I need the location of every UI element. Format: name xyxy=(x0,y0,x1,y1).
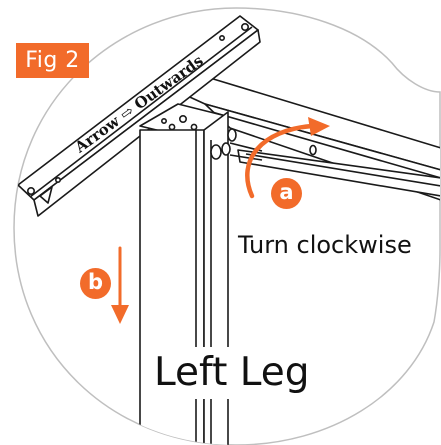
part-name-label: Left Leg xyxy=(150,347,314,399)
figure-label: Fig 2 xyxy=(16,43,89,78)
step-b-marker: b xyxy=(80,268,111,299)
crossbar-beam xyxy=(169,77,440,201)
turn-instruction-label: Turn clockwise xyxy=(236,228,414,262)
diagram-artwork: Arrow ⇨ Outwards xyxy=(13,7,441,445)
downward-arrowhead xyxy=(111,305,129,324)
step-a-marker: a xyxy=(271,178,302,209)
adjustment-bolt xyxy=(210,128,263,161)
downward-arrow xyxy=(111,246,129,324)
rotation-arrow xyxy=(245,117,330,199)
rotation-arrowhead xyxy=(308,117,330,136)
